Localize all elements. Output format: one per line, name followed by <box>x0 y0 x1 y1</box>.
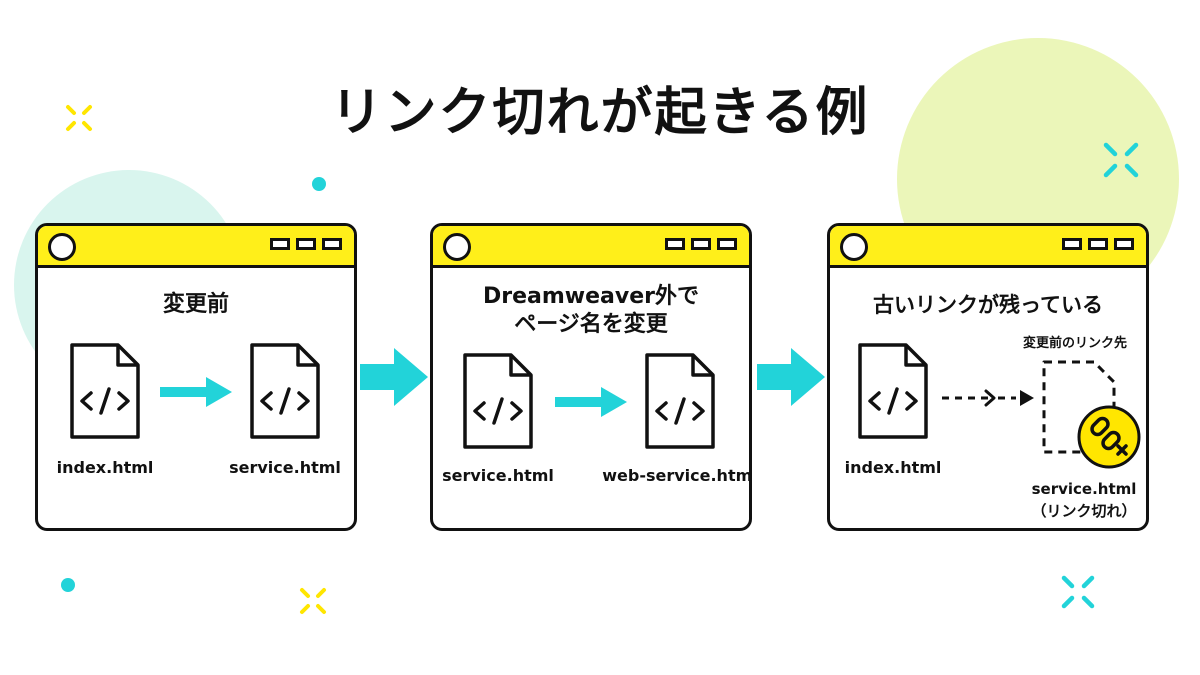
window-circle-icon <box>48 233 76 261</box>
window-circle-icon <box>443 233 471 261</box>
panel-heading: Dreamweaver外で <box>482 284 699 309</box>
panel-heading: 古いリンクが残っている <box>873 293 1103 317</box>
panel-rename-outside: Dreamweaver外で ページ名を変更 service.html web-s… <box>430 223 752 531</box>
panel-heading: 変更前 <box>162 292 229 317</box>
sparkle-icon <box>1103 142 1139 178</box>
sparkle-icon <box>300 588 326 614</box>
sparkle-icon <box>66 105 92 131</box>
decorative-dot <box>61 578 75 592</box>
dashed-arrow-icon <box>942 389 1034 407</box>
code-file-icon <box>68 341 142 441</box>
broken-link-note: （リンク切れ） <box>1031 502 1137 520</box>
sparkle-icon <box>1061 575 1095 609</box>
arrow-right-icon <box>160 377 232 407</box>
link-target-caption: 変更前のリンク先 <box>1022 336 1127 351</box>
file-name: service.html <box>229 458 341 477</box>
file-name: index.html <box>56 458 154 477</box>
code-file-icon <box>461 351 535 451</box>
decorative-dot <box>312 177 326 191</box>
panel-before-change: 変更前 index.html service.html <box>35 223 357 531</box>
code-file-icon <box>856 341 930 441</box>
window-title-bar <box>38 226 354 268</box>
window-button-icon <box>322 238 342 250</box>
window-button-icon <box>717 238 737 250</box>
file-name: service.html <box>442 466 554 485</box>
broken-link-icon <box>1077 405 1141 469</box>
window-button-icon <box>296 238 316 250</box>
window-circle-icon <box>840 233 868 261</box>
file-name: index.html <box>844 458 942 477</box>
window-button-icon <box>1062 238 1082 250</box>
window-button-icon <box>665 238 685 250</box>
window-button-icon <box>270 238 290 250</box>
window-button-icon <box>1088 238 1108 250</box>
page-title: リンク切れが起きる例 <box>330 83 870 143</box>
file-name: web-service.html <box>602 466 752 485</box>
broken-file-name: service.html <box>1031 480 1137 498</box>
panel-heading: ページ名を変更 <box>514 312 668 337</box>
window-button-icon <box>1114 238 1134 250</box>
code-file-icon <box>248 341 322 441</box>
window-title-bar <box>830 226 1146 268</box>
panel-old-link-remains: 古いリンクが残っている 変更前のリンク先 index.html service.… <box>827 223 1149 531</box>
window-button-icon <box>691 238 711 250</box>
arrow-right-icon <box>555 387 627 417</box>
big-arrow-right-icon <box>360 348 428 406</box>
big-arrow-right-icon <box>757 348 825 406</box>
code-file-icon <box>643 351 717 451</box>
window-title-bar <box>433 226 749 268</box>
